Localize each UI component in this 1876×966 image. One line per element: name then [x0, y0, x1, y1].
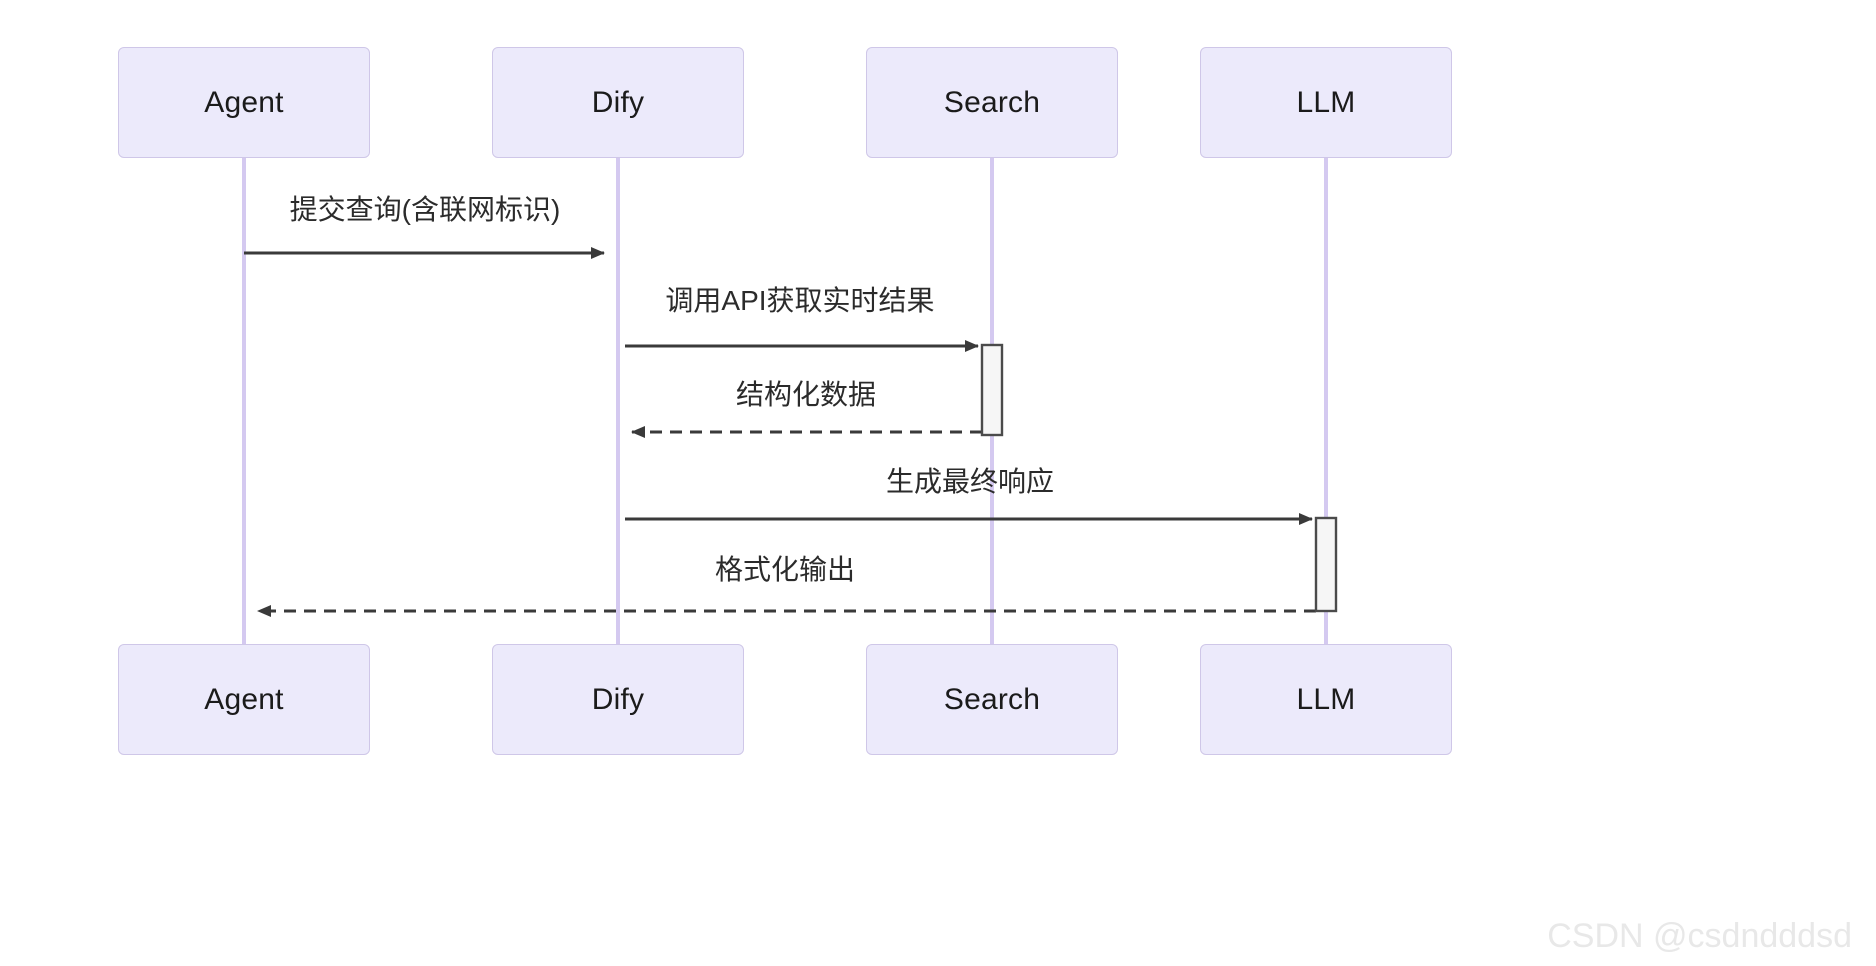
- participant-box-llm-top[interactable]: LLM: [1200, 47, 1452, 158]
- participant-label-agent-bottom: Agent: [204, 682, 284, 716]
- activation-llm: [1314, 516, 1338, 613]
- lifeline-dify: [616, 158, 620, 644]
- activation-search: [980, 343, 1004, 437]
- participant-label-search-top: Search: [943, 85, 1041, 119]
- participant-label-llm-top: LLM: [1296, 85, 1356, 119]
- participant-label-dify-top: Dify: [591, 85, 645, 119]
- message-label-4: 生成最终响应: [885, 466, 1055, 497]
- csdn-watermark: CSDN @csdndddsd: [1547, 917, 1852, 955]
- participant-box-agent-bottom[interactable]: Agent: [118, 644, 370, 755]
- message-label-2: 调用API获取实时结果: [665, 285, 935, 316]
- participant-box-llm-bottom[interactable]: LLM: [1200, 644, 1452, 755]
- lifeline-agent: [242, 158, 246, 644]
- messages-group: [244, 247, 1316, 617]
- participant-label-llm-bottom: LLM: [1296, 682, 1356, 716]
- message-label-5: 格式化输出: [714, 554, 856, 585]
- participant-box-dify-bottom[interactable]: Dify: [492, 644, 744, 755]
- participant-box-search-bottom[interactable]: Search: [866, 644, 1118, 755]
- message-label-3: 结构化数据: [735, 379, 877, 410]
- lifeline-llm: [1324, 158, 1328, 644]
- activations-group: [980, 343, 1338, 613]
- participant-label-search-bottom: Search: [943, 682, 1041, 716]
- participant-box-agent-top[interactable]: Agent: [118, 47, 370, 158]
- participant-label-dify-bottom: Dify: [591, 682, 645, 716]
- participant-box-search-top[interactable]: Search: [866, 47, 1118, 158]
- participant-label-agent-top: Agent: [204, 85, 284, 119]
- message-label-1: 提交查询(含联网标识): [289, 194, 561, 225]
- participant-box-dify-top[interactable]: Dify: [492, 47, 744, 158]
